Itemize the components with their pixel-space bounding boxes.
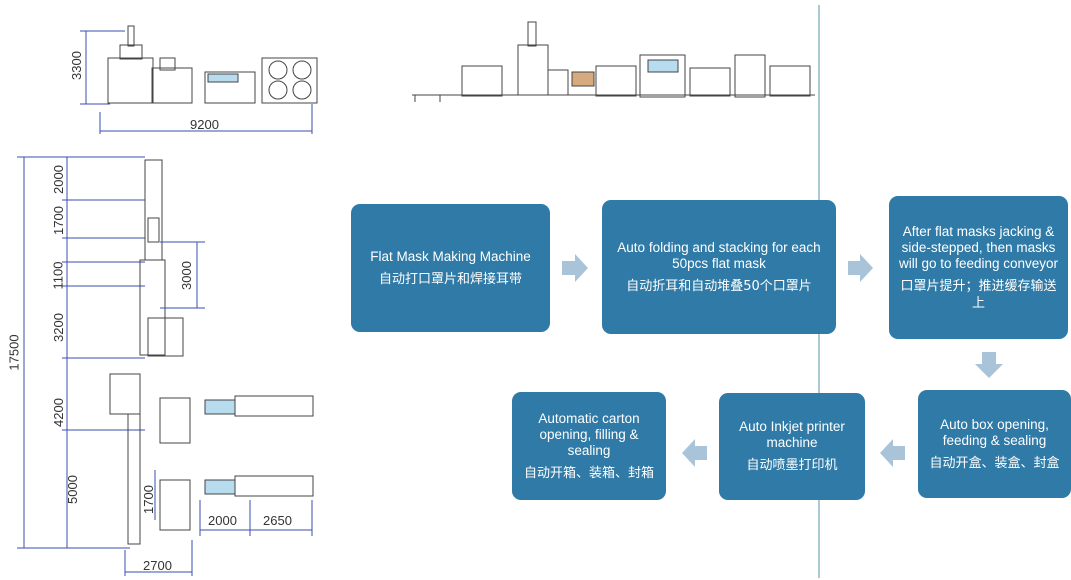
plan-view-drawing (17, 156, 314, 576)
step-5-cn: 自动喷墨打印机 (746, 458, 838, 473)
step-2-cn: 自动折耳和自动堆叠50个口罩片 (626, 278, 812, 294)
dim-seg-4200: 4200 (50, 398, 66, 427)
arrow-right-2 (848, 254, 873, 282)
dim-total-length: 17500 (6, 334, 22, 371)
dim-top-height: 3300 (68, 51, 84, 80)
side-elevation-drawing (80, 25, 318, 134)
full-line-elevation-drawing (412, 21, 815, 102)
flow-arrows (562, 254, 1003, 467)
step-5-en: Auto Inkjet printer machine (739, 419, 845, 450)
arrow-left-2 (682, 439, 707, 467)
arrow-right-1 (562, 254, 588, 282)
step-box-opening: Auto box opening, feeding & sealing 自动开盒… (918, 390, 1071, 498)
step-3-cn: 口罩片提升；推进缓存输送上 (900, 278, 1057, 311)
dim-seg-2650: 2650 (263, 513, 292, 528)
dim-seg-3200: 3200 (50, 313, 66, 342)
dim-seg-2000: 2000 (50, 165, 66, 194)
dim-top-width: 9200 (190, 117, 219, 132)
step-carton-packing: Automatic carton opening, filling & seal… (512, 392, 666, 500)
dim-seg-1100: 1100 (50, 261, 66, 290)
step-1-cn: 自动打口罩片和焊接耳带 (378, 271, 522, 287)
dim-seg-1700b: 1700 (140, 485, 156, 514)
dim-seg-3000: 3000 (178, 261, 194, 290)
step-2-en: Auto folding and stacking for each 50pcs… (617, 239, 821, 271)
step-4-en: Auto box opening, feeding & sealing (940, 416, 1049, 448)
step-4-cn: 自动开盒、装盒、封盒 (929, 455, 1060, 471)
step-1-en: Flat Mask Making Machine (370, 248, 531, 264)
dim-seg-2000b: 2000 (208, 513, 237, 528)
arrow-left-1 (880, 439, 905, 467)
step-inkjet-printer: Auto Inkjet printer machine 自动喷墨打印机 (719, 393, 865, 500)
dim-seg-5000: 5000 (64, 475, 80, 504)
dim-seg-1700a: 1700 (50, 206, 66, 235)
arrow-down (975, 352, 1003, 378)
step-6-cn: 自动开箱、装箱、封箱 (523, 465, 654, 481)
step-folding-stacking: Auto folding and stacking for each 50pcs… (602, 200, 836, 334)
step-jacking-feeding: After flat masks jacking & side-stepped,… (889, 196, 1068, 339)
step-6-en: Automatic carton opening, filling & seal… (538, 410, 640, 458)
dim-seg-2700: 2700 (143, 558, 172, 573)
step-3-en: After flat masks jacking & side-stepped,… (898, 223, 1059, 271)
step-flat-mask-making: Flat Mask Making Machine 自动打口罩片和焊接耳带 (351, 204, 550, 332)
